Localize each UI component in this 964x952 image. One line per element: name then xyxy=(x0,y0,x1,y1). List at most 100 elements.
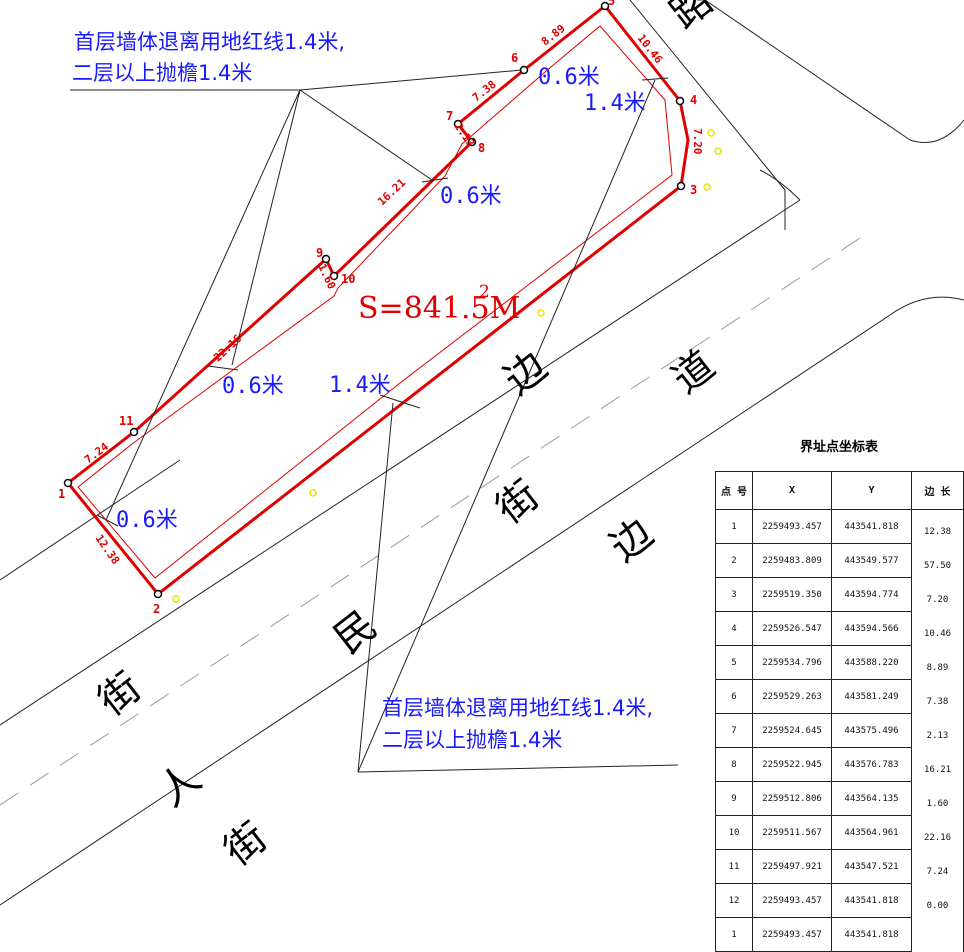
header-length: 边 长 xyxy=(911,471,964,510)
cell-y: 443541.818 xyxy=(831,917,912,952)
street-char: 道 xyxy=(664,342,724,403)
road-lines xyxy=(0,0,964,906)
cell-y: 443564.135 xyxy=(831,781,912,816)
street-char: 街 xyxy=(488,472,548,533)
street-char: 路 xyxy=(662,0,722,38)
point-labels: 1 2 3 4 5 6 7 8 9 10 11 xyxy=(58,0,697,616)
cell-length: 7.20 xyxy=(911,594,964,629)
street-char: 边 xyxy=(602,510,662,571)
cell-length: 16.21 xyxy=(911,764,964,799)
cell-x: 2259493.457 xyxy=(752,883,832,918)
segment-label: 7.38 xyxy=(470,78,499,105)
point-label-7: 7 xyxy=(446,109,453,123)
cell-length: 22.16 xyxy=(911,832,964,867)
cell-x: 2259534.796 xyxy=(752,645,832,680)
cell-y: 443594.774 xyxy=(831,577,912,612)
cell-x: 2259493.457 xyxy=(752,917,832,952)
cell-length: 10.46 xyxy=(911,628,964,663)
cell-x: 2259512.806 xyxy=(752,781,832,816)
street-char: 街 xyxy=(90,664,150,725)
point-label-4: 4 xyxy=(690,93,697,107)
point-label-9: 9 xyxy=(316,246,323,260)
setback-note-top-line1: 首层墙体退离用地红线1.4米, xyxy=(74,30,345,54)
segment-label: 7.20 xyxy=(691,128,704,155)
header-y: Y xyxy=(831,471,912,510)
cell-point: 7 xyxy=(715,713,753,748)
cell-length: 12.38 xyxy=(911,526,964,561)
area-label-superscript: 2 xyxy=(479,282,490,302)
street-char: 民 xyxy=(326,602,386,663)
street-char: 街 xyxy=(216,814,276,875)
cell-length: 57.50 xyxy=(911,560,964,595)
coordinate-table-title: 界址点坐标表 xyxy=(800,440,879,455)
cell-point: 9 xyxy=(715,781,753,816)
cell-x: 2259493.457 xyxy=(752,509,832,544)
cell-y: 443576.783 xyxy=(831,747,912,782)
cell-length: 7.38 xyxy=(911,696,964,731)
setback-dim: 1.4米 xyxy=(329,373,391,398)
cell-y: 443547.521 xyxy=(831,849,912,884)
cell-point: 2 xyxy=(715,543,753,578)
cell-point: 11 xyxy=(715,849,753,884)
setback-note-top-line2: 二层以上抛檐1.4米 xyxy=(72,61,252,85)
cell-x: 2259511.567 xyxy=(752,815,832,850)
cell-length: 0.00 xyxy=(911,900,964,935)
street-char: 人 xyxy=(150,755,210,816)
segment-label: 16.21 xyxy=(375,176,408,208)
cell-point: 1 xyxy=(715,509,753,544)
cell-y: 443588.220 xyxy=(831,645,912,680)
segment-label: 12.38 xyxy=(93,532,123,567)
point-markers xyxy=(63,1,686,599)
setback-dim: 0.6米 xyxy=(440,184,502,209)
cell-point: 8 xyxy=(715,747,753,782)
cell-length: 1.60 xyxy=(911,798,964,833)
road-centerline xyxy=(0,237,861,806)
point-label-6: 6 xyxy=(511,51,518,65)
point-label-5: 5 xyxy=(608,0,615,8)
setback-dim: 1.4米 xyxy=(584,91,646,116)
setback-dim: 0.6米 xyxy=(222,374,284,399)
cell-x: 2259524.645 xyxy=(752,713,832,748)
header-point: 点 号 xyxy=(715,471,753,510)
cell-y: 443564.961 xyxy=(831,815,912,850)
setback-dim: 0.6米 xyxy=(116,508,178,533)
cell-length: 2.13 xyxy=(911,730,964,765)
cell-point: 10 xyxy=(715,815,753,850)
area-label: S=841.5M xyxy=(358,291,520,326)
setback-dim: 0.6米 xyxy=(538,65,600,90)
header-x: X xyxy=(752,471,832,510)
cell-point: 12 xyxy=(715,883,753,918)
point-label-1: 1 xyxy=(58,487,65,501)
cell-x: 2259497.921 xyxy=(752,849,832,884)
cell-y: 443581.249 xyxy=(831,679,912,714)
setback-note-bottom-line2: 二层以上抛檐1.4米 xyxy=(382,728,562,752)
point-label-11: 11 xyxy=(119,414,133,428)
cell-y: 443594.566 xyxy=(831,611,912,646)
street-char: 边 xyxy=(496,343,556,404)
setback-line xyxy=(77,25,673,579)
cell-y: 443575.496 xyxy=(831,713,912,748)
coordinate-table-header: 点 号 X Y 边 长 xyxy=(715,471,964,510)
cell-y: 443541.818 xyxy=(831,883,912,918)
cell-x: 2259483.809 xyxy=(752,543,832,578)
setback-note-bottom-line1: 首层墙体退离用地红线1.4米, xyxy=(382,696,653,720)
survey-markers xyxy=(172,129,722,603)
point-label-2: 2 xyxy=(153,602,160,616)
cell-x: 2259526.547 xyxy=(752,611,832,646)
point-label-10: 10 xyxy=(341,272,355,286)
cell-x: 2259519.350 xyxy=(752,577,832,612)
cell-x: 2259529.263 xyxy=(752,679,832,714)
leader-lines xyxy=(70,69,679,773)
segment-label: 8.89 xyxy=(539,22,568,49)
cell-point: 3 xyxy=(715,577,753,612)
cell-point: 6 xyxy=(715,679,753,714)
